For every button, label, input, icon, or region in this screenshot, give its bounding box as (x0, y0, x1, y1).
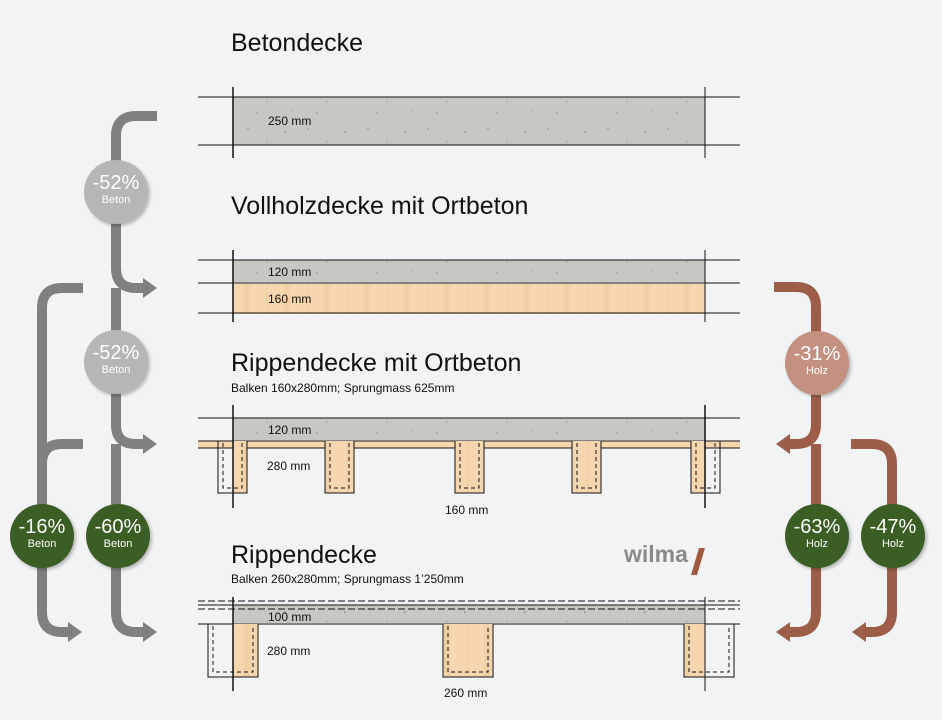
badge-value: -16% (18, 516, 66, 538)
badge-material: Holz (805, 365, 828, 377)
reduction-badge: -47%Holz (861, 504, 925, 568)
dimension-label: 120 mm (268, 423, 312, 437)
section-vollholzdecke (198, 250, 740, 322)
arrow-concrete-2-3 (111, 288, 145, 449)
concrete-layer (233, 418, 705, 440)
concrete-arrowheads (68, 278, 157, 642)
wilma-logo: wilma (624, 541, 688, 567)
section-title: Betondecke (231, 29, 364, 57)
section-subtitle: Balken 260x280mm; Sprungmass 1’250mm (231, 572, 464, 586)
badge-value: -63% (793, 516, 841, 538)
section-title: Rippendecke mit Ortbeton (231, 349, 522, 377)
dimension-label: 100 mm (268, 610, 312, 624)
concrete-layer (233, 260, 705, 282)
section-rippendecke (198, 597, 740, 691)
reduction-badge: -63%Holz (785, 504, 849, 568)
dimension-label: 280 mm (267, 459, 311, 473)
arrow-concrete-2-4 (37, 283, 83, 637)
badge-material: Beton (101, 364, 131, 376)
rib-beam (442, 624, 494, 678)
dimension-label: 260 mm (444, 686, 488, 700)
dimension-label: 280 mm (267, 644, 311, 658)
badge-material: Beton (103, 538, 133, 550)
section-title: Rippendecke (231, 541, 377, 569)
dimension-label: 160 mm (268, 292, 312, 306)
badge-value: -60% (94, 516, 142, 538)
concrete-layer (233, 97, 705, 145)
section-subtitle: Balken 160x280mm; Sprungmass 625mm (231, 381, 455, 395)
badge-value: -47% (869, 516, 917, 538)
arrow-wood-2-4 (788, 444, 821, 637)
rib-beam (324, 441, 355, 494)
reduction-badge: -52%Beton (84, 160, 148, 224)
arrowhead-icon (143, 434, 157, 454)
arrowhead-icon (776, 434, 790, 454)
rib-beam (217, 441, 248, 494)
dimension-label: 250 mm (268, 114, 312, 128)
arrowhead-icon (852, 622, 866, 642)
wood-arrowheads (776, 434, 866, 642)
rib-beam (571, 441, 602, 494)
dimension-label: 160 mm (445, 503, 489, 517)
arrow-concrete-3-4 (111, 444, 145, 637)
section-title: Vollholzdecke mit Ortbeton (231, 192, 529, 220)
badge-value: -52% (92, 172, 140, 194)
rib-beam (454, 441, 485, 494)
arrowhead-icon (776, 622, 790, 642)
wood-layer (233, 284, 705, 314)
arrow-concrete-3-4b (37, 439, 83, 465)
logo-accent-icon (691, 548, 705, 575)
dimension-label: 120 mm (268, 265, 312, 279)
badge-material: Holz (881, 538, 904, 550)
arrowhead-icon (143, 622, 157, 642)
reduction-badge: -16%Beton (10, 504, 74, 568)
badge-value: -52% (92, 342, 140, 364)
badge-material: Holz (805, 538, 828, 550)
badge-material: Beton (27, 538, 57, 550)
arrowhead-icon (68, 622, 82, 642)
arrowhead-icon (143, 278, 157, 298)
badge-material: Beton (101, 194, 131, 206)
rib-beam (683, 624, 735, 678)
section-betondecke (198, 87, 740, 158)
reduction-badge: -31%Holz (785, 331, 849, 395)
reduction-badge: -52%Beton (84, 330, 148, 394)
badge-value: -31% (793, 343, 841, 365)
reduction-badge: -60%Beton (86, 504, 150, 568)
section-rippendecke-ortbeton (198, 405, 740, 508)
